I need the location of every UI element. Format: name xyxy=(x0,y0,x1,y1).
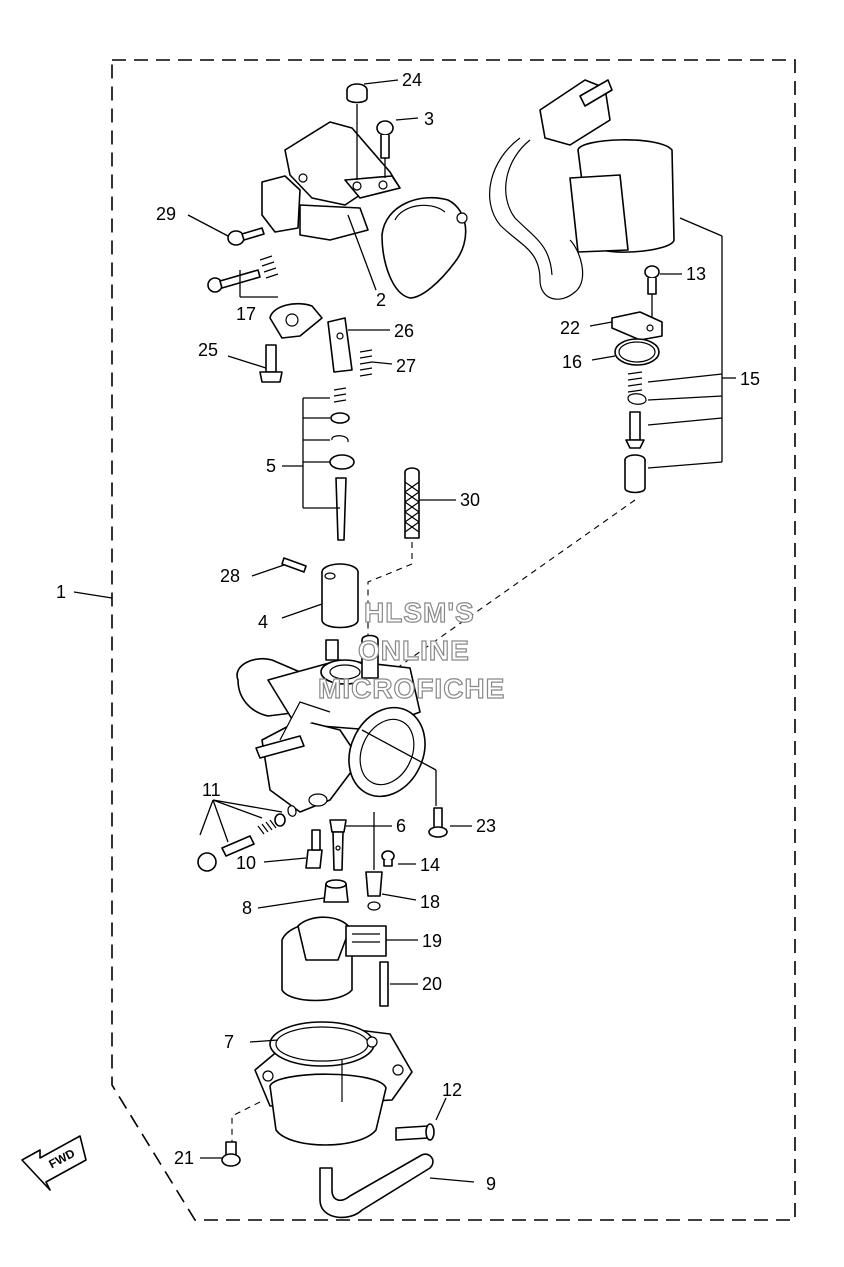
callout-17: 17 xyxy=(236,304,256,324)
part-7-float-bowl xyxy=(231,1021,413,1146)
callout-numbers: 1 2 3 4 5 6 7 8 9 10 11 12 13 14 15 16 1… xyxy=(56,70,760,1194)
callout-4: 4 xyxy=(258,612,268,632)
watermark-line-3: MICROFICHE xyxy=(318,673,505,704)
callout-22: 22 xyxy=(560,318,580,338)
part-20-pin xyxy=(379,961,389,1007)
callout-13: 13 xyxy=(686,264,706,284)
callout-9: 9 xyxy=(486,1174,496,1194)
part-6-needle-jet xyxy=(329,819,347,871)
watermark-line-1: HLSM'S xyxy=(364,597,475,628)
callout-16: 16 xyxy=(562,352,582,372)
callout-30: 30 xyxy=(460,490,480,510)
leader-lines xyxy=(73,79,736,1183)
callout-3: 3 xyxy=(424,109,434,129)
part-4-throttle-piston xyxy=(321,563,359,629)
callout-2: 2 xyxy=(376,290,386,310)
part-18-needle-valve xyxy=(365,812,383,911)
callout-10: 10 xyxy=(236,853,256,873)
part-8-jet-holder xyxy=(323,879,349,903)
throttle-bracket xyxy=(261,121,468,299)
part-19-float xyxy=(281,916,387,1002)
part-23-screw xyxy=(428,807,448,838)
autochoke-solenoid xyxy=(489,79,675,300)
assembly-boundary xyxy=(111,59,796,1221)
callout-18: 18 xyxy=(420,892,440,912)
part-25-bolt xyxy=(259,344,283,383)
callout-11: 11 xyxy=(202,780,221,800)
callout-12: 12 xyxy=(442,1080,462,1100)
part-12-drain-screw xyxy=(395,1123,435,1141)
callout-27: 27 xyxy=(396,356,416,376)
part-3-screw xyxy=(376,120,394,178)
callout-29: 29 xyxy=(156,204,176,224)
part-28-pin xyxy=(281,557,307,573)
part-5-jet-needle-set xyxy=(302,387,355,541)
part-11-pilot-screw-set xyxy=(197,799,297,872)
part-27-spring xyxy=(359,349,373,377)
callout-1: 1 xyxy=(56,582,66,602)
part-21-screw xyxy=(221,1141,241,1167)
callout-5: 5 xyxy=(266,456,276,476)
part-15-plunger-set xyxy=(379,217,723,681)
callout-23: 23 xyxy=(476,816,496,836)
callout-28: 28 xyxy=(220,566,240,586)
callout-20: 20 xyxy=(422,974,442,994)
part-30-filter xyxy=(367,467,420,648)
fwd-arrow-icon: FWD xyxy=(21,1135,87,1191)
part-14-screw xyxy=(381,850,395,867)
part-10-main-jet xyxy=(305,829,323,869)
part-29-screw xyxy=(227,227,265,246)
callout-6: 6 xyxy=(396,816,406,836)
callout-24: 24 xyxy=(402,70,422,90)
part-13-screw xyxy=(644,265,660,322)
part-17-screw-spring xyxy=(207,255,279,298)
callout-7: 7 xyxy=(224,1032,234,1052)
callout-21: 21 xyxy=(174,1148,194,1168)
callout-15: 15 xyxy=(740,369,760,389)
part-22-plate xyxy=(611,311,663,341)
part-26-lever xyxy=(269,302,353,373)
callout-19: 19 xyxy=(422,931,442,951)
part-24-nut xyxy=(346,83,368,180)
callout-25: 25 xyxy=(198,340,218,360)
part-9-drain-hose xyxy=(319,1153,434,1219)
watermark: HLSM'S ONLINE MICROFICHE xyxy=(317,596,505,704)
callout-8: 8 xyxy=(242,898,252,918)
callout-26: 26 xyxy=(394,321,414,341)
watermark-line-2: ONLINE xyxy=(358,635,470,666)
carburetor-body xyxy=(236,634,426,813)
callout-14: 14 xyxy=(420,855,440,875)
